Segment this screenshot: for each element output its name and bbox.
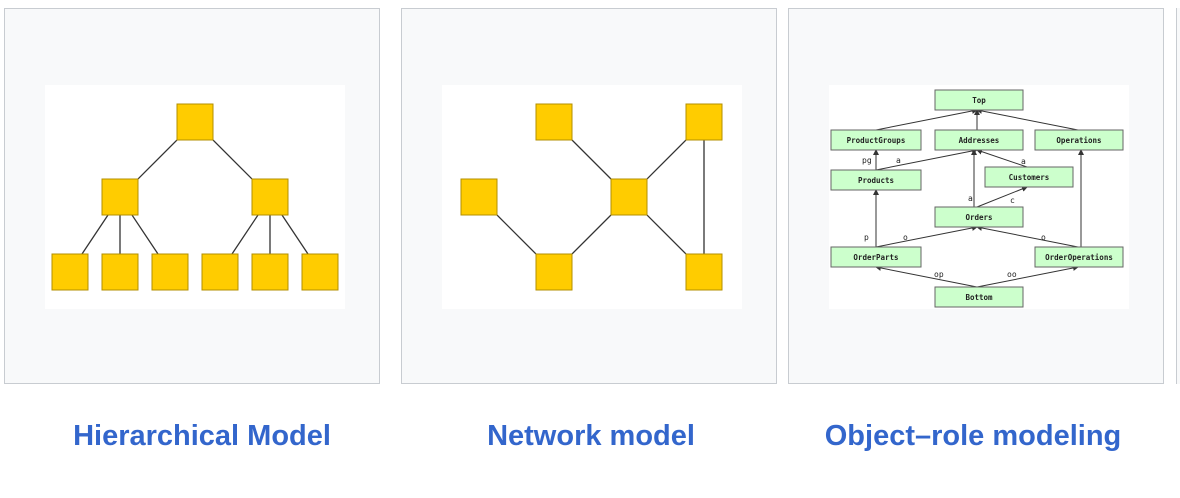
orm-node-addresses <box>934 129 1024 151</box>
orm-node-customers <box>984 166 1074 188</box>
orm-label-addresses: Addresses <box>959 136 1000 145</box>
leaf-node <box>101 253 139 291</box>
orm-role-c: c <box>1010 196 1015 205</box>
orm-role-a: a <box>896 156 901 165</box>
orm-label-order-parts: OrderParts <box>853 253 898 262</box>
network-model-panel[interactable] <box>401 8 777 384</box>
orm-node-operations <box>1034 129 1124 151</box>
network-nodes <box>460 103 723 291</box>
orm-label-orders: Orders <box>965 213 992 222</box>
orm-node-order-parts <box>830 246 922 268</box>
orm-role-a: a <box>1021 157 1026 166</box>
orm-label-customers: Customers <box>1009 173 1050 182</box>
orm-node-bottom <box>934 286 1024 308</box>
orm-role-a: a <box>968 194 973 203</box>
network-model-diagram <box>442 85 742 309</box>
network-node <box>610 178 648 216</box>
leaf-node <box>151 253 189 291</box>
next-panel-edge <box>1176 8 1180 384</box>
orm-label-order-operations: OrderOperations <box>1045 253 1113 262</box>
hierarchical-model-panel[interactable] <box>4 8 380 384</box>
orm-role-o: o <box>903 233 908 242</box>
network-model-link[interactable]: Network model <box>487 420 695 452</box>
object-role-modeling-link[interactable]: Object–role modeling <box>824 420 1122 452</box>
hierarchical-model-diagram <box>45 85 345 309</box>
hierarchical-model-link[interactable]: Hierarchical Model <box>73 420 331 452</box>
orm-boxes <box>830 89 1124 308</box>
hierarchy-nodes <box>51 103 339 291</box>
leaf-node <box>301 253 339 291</box>
orm-label-products: Products <box>858 176 894 185</box>
object-role-modeling-panel[interactable]: Top ProductGroups Addresses Operations P… <box>788 8 1164 384</box>
orm-node-product-groups <box>830 129 922 151</box>
orm-role-o: o <box>1041 233 1046 242</box>
network-node <box>535 103 573 141</box>
orm-role-op: op <box>934 270 944 279</box>
orm-arrows <box>873 108 1084 288</box>
orm-label-operations: Operations <box>1056 136 1101 145</box>
orm-label-bottom: Bottom <box>965 293 993 302</box>
branch-node-right <box>251 178 289 216</box>
orm-role-oo: oo <box>1007 270 1017 279</box>
orm-label-product-groups: ProductGroups <box>847 136 906 145</box>
orm-node-orders <box>934 206 1024 228</box>
network-node <box>460 178 498 216</box>
leaf-node <box>201 253 239 291</box>
orm-role-pg: pg <box>862 156 872 165</box>
leaf-node <box>251 253 289 291</box>
network-node <box>535 253 573 291</box>
object-role-modeling-diagram: Top ProductGroups Addresses Operations P… <box>829 85 1129 309</box>
root-node <box>176 103 214 141</box>
orm-role-p: p <box>864 233 869 242</box>
orm-label-top: Top <box>972 96 986 105</box>
diagram-canvas <box>829 85 1129 309</box>
network-node <box>685 253 723 291</box>
orm-node-top <box>934 89 1024 111</box>
branch-node-left <box>101 178 139 216</box>
orm-node-order-operations <box>1034 246 1124 268</box>
network-node <box>685 103 723 141</box>
leaf-node <box>51 253 89 291</box>
orm-node-products <box>830 169 922 191</box>
